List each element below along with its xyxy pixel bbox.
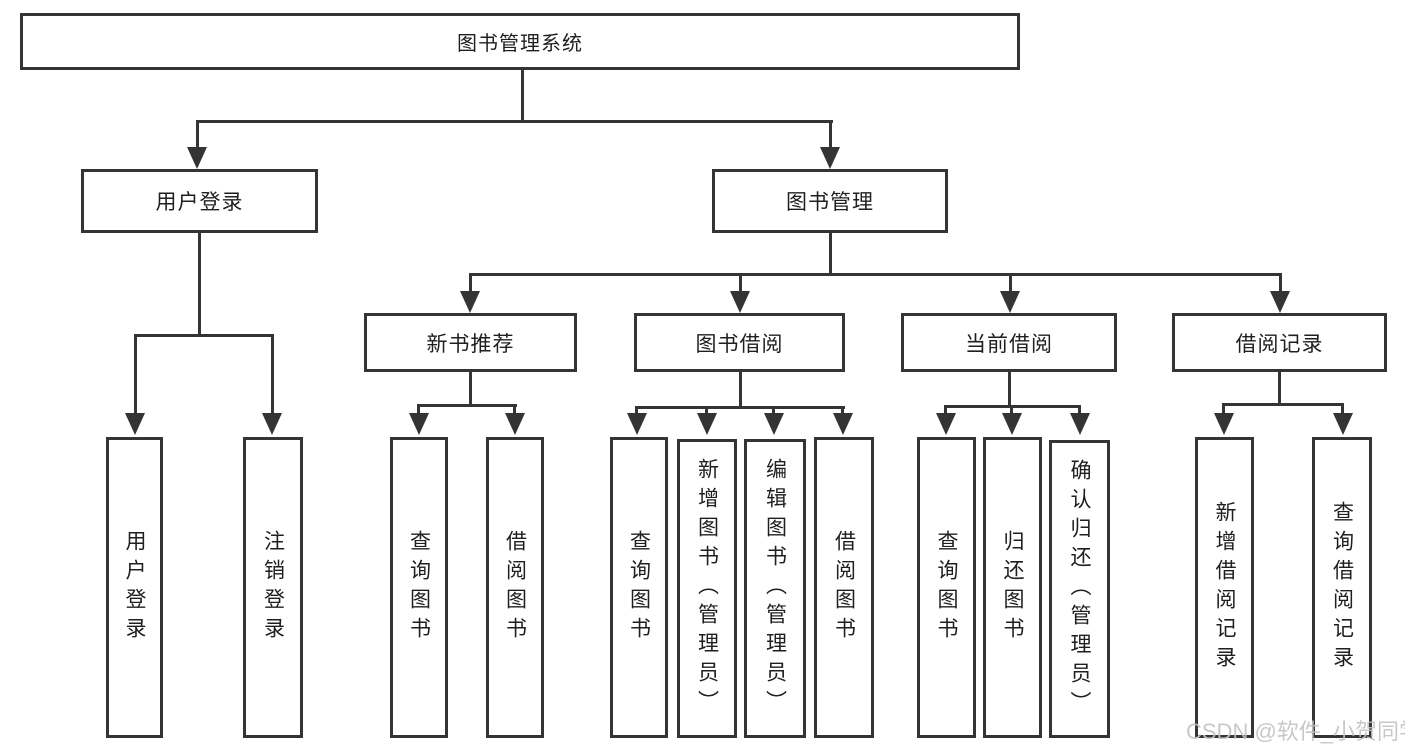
arrow-to-user-login <box>187 147 207 169</box>
node-borrowing-records: 借阅记录 <box>1172 313 1387 372</box>
connector-root-drop <box>521 70 524 123</box>
connector-stem-new-book <box>469 273 472 293</box>
csdn-watermark: CSDN @软件_小贺同学 <box>1186 719 1405 744</box>
connector-stem-bb-edit <box>772 406 775 416</box>
connector-stem-br-add <box>1222 403 1225 416</box>
connector-user-login-drop <box>198 233 201 337</box>
connector-stem-br-query <box>1341 403 1344 416</box>
connector-stem-nb-query <box>417 404 420 416</box>
connector-stem-nb-borrow <box>513 404 516 416</box>
connector-stem-bb-query <box>635 406 638 416</box>
connector-borrow-record-rail <box>1222 403 1344 406</box>
leaf-cb-confirm-return-admin: 确认归还（管理员） <box>1049 440 1110 738</box>
arrow-to-cb-return <box>1002 413 1022 435</box>
arrow-to-nb-query <box>409 413 429 435</box>
node-book-borrowing: 图书借阅 <box>634 313 845 372</box>
leaf-bb-add-books-admin: 新增图书（管理员） <box>677 439 737 738</box>
connector-book-management-drop <box>829 233 832 276</box>
connector-stem-bb-add <box>705 406 708 416</box>
arrow-to-br-query <box>1333 413 1353 435</box>
connector-stem-cb-query <box>944 405 947 416</box>
connector-stem-logout <box>271 334 274 415</box>
connector-stem-cb-confirm <box>1078 405 1081 416</box>
arrow-to-bb-add <box>697 413 717 435</box>
leaf-cb-return-books: 归还图书 <box>983 437 1042 738</box>
node-new-book-recommendation: 新书推荐 <box>364 313 577 372</box>
connector-stem-login <box>134 334 137 415</box>
connector-book-management-rail <box>469 273 1282 276</box>
node-library-management-system: 图书管理系统 <box>20 13 1020 70</box>
connector-stem-book-management <box>829 120 832 150</box>
arrow-to-book-management <box>820 147 840 169</box>
connector-stem-cb-return <box>1010 405 1013 416</box>
leaf-logout: 注销登录 <box>243 437 303 738</box>
arrow-to-bb-borrow <box>833 413 853 435</box>
connector-user-login-rail <box>134 334 274 337</box>
connector-borrow-record-drop <box>1278 372 1281 406</box>
leaf-nb-query-books: 查询图书 <box>390 437 448 738</box>
connector-stem-bb-borrow <box>841 406 844 416</box>
leaf-bb-edit-books-admin: 编辑图书（管理员） <box>744 439 806 738</box>
arrow-to-new-book <box>460 291 480 313</box>
arrow-to-br-add <box>1214 413 1234 435</box>
arrow-to-logout <box>262 413 282 435</box>
leaf-cb-query-books: 查询图书 <box>917 437 976 738</box>
connector-new-book-rail <box>417 404 517 407</box>
connector-new-book-drop <box>469 372 472 407</box>
arrow-to-cb-confirm <box>1070 413 1090 435</box>
arrow-to-current-borrow <box>1000 291 1020 313</box>
arrow-to-bb-edit <box>764 413 784 435</box>
arrow-to-borrow-record <box>1270 291 1290 313</box>
arrow-to-login <box>125 413 145 435</box>
leaf-br-add-record: 新增借阅记录 <box>1195 437 1254 738</box>
leaf-bb-borrow-books: 借阅图书 <box>814 437 874 738</box>
arrow-to-nb-borrow <box>505 413 525 435</box>
arrow-to-cb-query <box>936 413 956 435</box>
node-current-borrowing: 当前借阅 <box>901 313 1117 372</box>
connector-stem-user-login <box>196 120 199 150</box>
connector-book-borrow-drop <box>739 372 742 409</box>
leaf-bb-query-books: 查询图书 <box>610 437 668 738</box>
node-user-login: 用户登录 <box>81 169 318 233</box>
leaf-br-query-record: 查询借阅记录 <box>1312 437 1372 738</box>
connector-root-rail <box>196 120 833 123</box>
arrow-to-book-borrow <box>730 291 750 313</box>
connector-current-borrow-drop <box>1008 372 1011 408</box>
connector-book-borrow-rail <box>635 406 845 409</box>
node-book-management: 图书管理 <box>712 169 948 233</box>
leaf-nb-borrow-books: 借阅图书 <box>486 437 544 738</box>
leaf-user-login: 用户登录 <box>106 437 163 738</box>
connector-stem-borrow-record <box>1279 273 1282 293</box>
connector-stem-book-borrow <box>739 273 742 293</box>
connector-stem-current-borrow <box>1009 273 1012 293</box>
arrow-to-bb-query <box>627 413 647 435</box>
